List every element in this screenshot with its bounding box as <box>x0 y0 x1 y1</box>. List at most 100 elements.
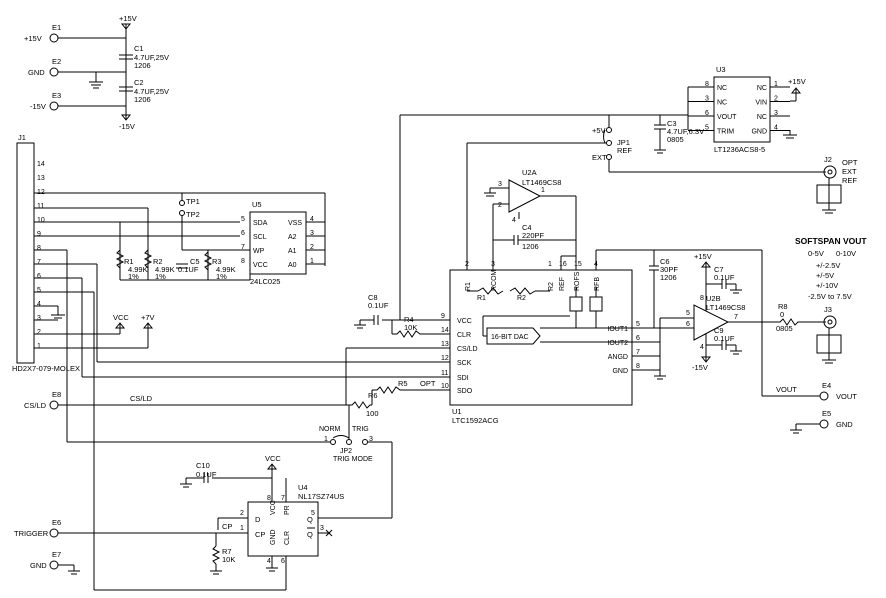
vcc-label-j1: VCC <box>113 313 129 322</box>
j1-wiring: VCC +7V <box>34 192 450 591</box>
r8-pkg: 0805 <box>776 324 793 333</box>
u4-pin-clr: CLR <box>284 531 291 545</box>
u1-body <box>449 269 633 406</box>
u1-pin-cs-ld: CS/LD <box>457 346 478 353</box>
j2-label-3: REF <box>842 176 857 185</box>
j1-pin-1: 1 <box>37 343 41 350</box>
u3-pin-gnd-r3: GND <box>751 129 767 136</box>
u3-pinnum-r3: 3 <box>774 110 778 117</box>
c1-pkg: 1206 <box>134 61 151 70</box>
r5-ref: R5 <box>398 379 408 388</box>
u3-pinnum-l6: 6 <box>705 110 709 117</box>
u1-left-wiring: C8 0.1UF R4 10K R5 OPT R6 100 E8 CS/LD C… <box>24 115 450 443</box>
u4-pinnum-6: 6 <box>281 558 285 565</box>
c4-pkg: 1206 <box>522 242 539 251</box>
j2-ref: J2 <box>824 155 832 164</box>
u2b-part: LT1469CS8 <box>706 303 745 312</box>
e1-label: +15V <box>24 34 42 43</box>
r4-value: 10K <box>404 323 417 332</box>
j1-pin-4: 4 <box>37 301 41 308</box>
j1-pin-2: 2 <box>37 329 41 336</box>
e8-label: CS/LD <box>24 401 47 410</box>
c3-value: 4.7UF,6.3V <box>667 127 704 136</box>
m15-arrow <box>120 114 132 121</box>
e5-label: GND <box>836 420 853 429</box>
c3-pkg: 0805 <box>667 135 684 144</box>
jp1-opt-bottom: EXT <box>592 153 607 162</box>
j1-pin-14: 14 <box>37 161 45 168</box>
u1-pin-iout2: IOUT2 <box>607 340 628 347</box>
softspan-row-3: +/-2.5V <box>816 261 840 270</box>
jp1-name: REF <box>617 146 632 155</box>
j1-pin-9: 9 <box>37 231 41 238</box>
u1-int-r1 <box>477 287 504 295</box>
e2-label: GND <box>28 68 45 77</box>
j1-pin-13: 13 <box>37 175 45 182</box>
u4-part: NL17SZ74US <box>298 492 344 501</box>
j1-ref: J1 <box>18 133 26 142</box>
c6-pkg: 1206 <box>660 273 677 282</box>
u3-pin-nc-r2: NC <box>757 114 767 121</box>
e4-label: VOUT <box>836 392 857 401</box>
u5-body <box>249 211 307 275</box>
r2-zigzag <box>143 249 153 269</box>
c4-ref: C4 <box>522 223 532 232</box>
u1-pinnum-11: 11 <box>441 370 448 377</box>
jp2-pin3: 3 <box>369 436 373 443</box>
j2-label-1: OPT <box>842 158 858 167</box>
vout-net-label: VOUT <box>776 385 797 394</box>
u3-pin-vin-r1: VIN <box>755 100 767 107</box>
u1-pinnum-2: 2 <box>465 261 469 268</box>
r6-value: 100 <box>366 409 379 418</box>
jp1-jumper[interactable]: +5V EXT JP1 REF <box>467 115 826 173</box>
r3-zigzag <box>203 251 213 271</box>
u1-pin-sck: SCK <box>457 360 472 367</box>
u5-pin-scl: SCL <box>253 234 267 241</box>
j1-pin-7: 7 <box>37 259 41 266</box>
u3-pinnum-l8: 8 <box>705 81 709 88</box>
u5-eeprom: U5 24LC025 SDA5SCL6WP7VCC8VSS4A23A12A01 … <box>115 193 326 286</box>
output-stage: C6 30PF 1206 U2B LT1469CS8 5 6 7 8 4 +15… <box>595 249 857 434</box>
u2b-m15-label: -15V <box>692 363 708 372</box>
r8-value: 0 <box>780 310 784 319</box>
u2a-pin1: 1 <box>541 187 545 194</box>
u5-pinnum-6: 6 <box>241 230 245 237</box>
jp2-ref: JP2 <box>340 448 352 455</box>
u1-pin-ref-top: REF <box>559 277 566 291</box>
jp2-jumper[interactable]: 1 3 NORM TRIG JP2 TRIG MODE <box>318 405 393 519</box>
u2a-triangle <box>508 179 542 213</box>
u5-pin-vss: VSS <box>288 220 302 227</box>
r8-zigzag <box>776 318 826 326</box>
u3-body <box>713 76 771 143</box>
j1-pin-10: 10 <box>37 217 45 224</box>
u2b-pin5: 5 <box>686 310 690 317</box>
u2a-part: LT1469CS8 <box>522 178 561 187</box>
u2b-ref: U2B <box>706 294 721 303</box>
u5-pin-vcc: VCC <box>253 262 268 269</box>
r6-ref: R6 <box>368 391 378 400</box>
u4-pin-qbar: Q <box>307 530 313 539</box>
u1-part: LTC1592ACG <box>452 416 499 425</box>
u4-vcc-label: VCC <box>265 454 281 463</box>
u5-pin-wp: WP <box>253 248 265 255</box>
u3-pin-nc-r0: NC <box>757 85 767 92</box>
e1-ref: E1 <box>52 23 61 32</box>
e3-label: -15V <box>30 102 46 111</box>
u4-pinnum-7: 7 <box>281 495 285 502</box>
j3-terminal <box>823 315 837 329</box>
u1-pin-gnd: GND <box>612 368 628 375</box>
c10-value: 0.1UF <box>196 470 217 479</box>
vcc-arrow <box>114 322 126 329</box>
r8-ref: R8 <box>778 302 788 311</box>
c2-ref: C2 <box>134 78 144 87</box>
e1-terminal <box>49 33 59 43</box>
jp2-norm-label: NORM <box>319 426 341 433</box>
c9-value: 0.1UF <box>714 334 735 343</box>
r4-ref: R4 <box>404 315 414 324</box>
c10-ref: C10 <box>196 461 210 470</box>
u1-pinnum-9: 9 <box>441 313 445 320</box>
r7-ref: R7 <box>222 547 232 556</box>
u2a-pin2: 2 <box>498 202 502 209</box>
u4-pin-d: D <box>255 515 261 524</box>
